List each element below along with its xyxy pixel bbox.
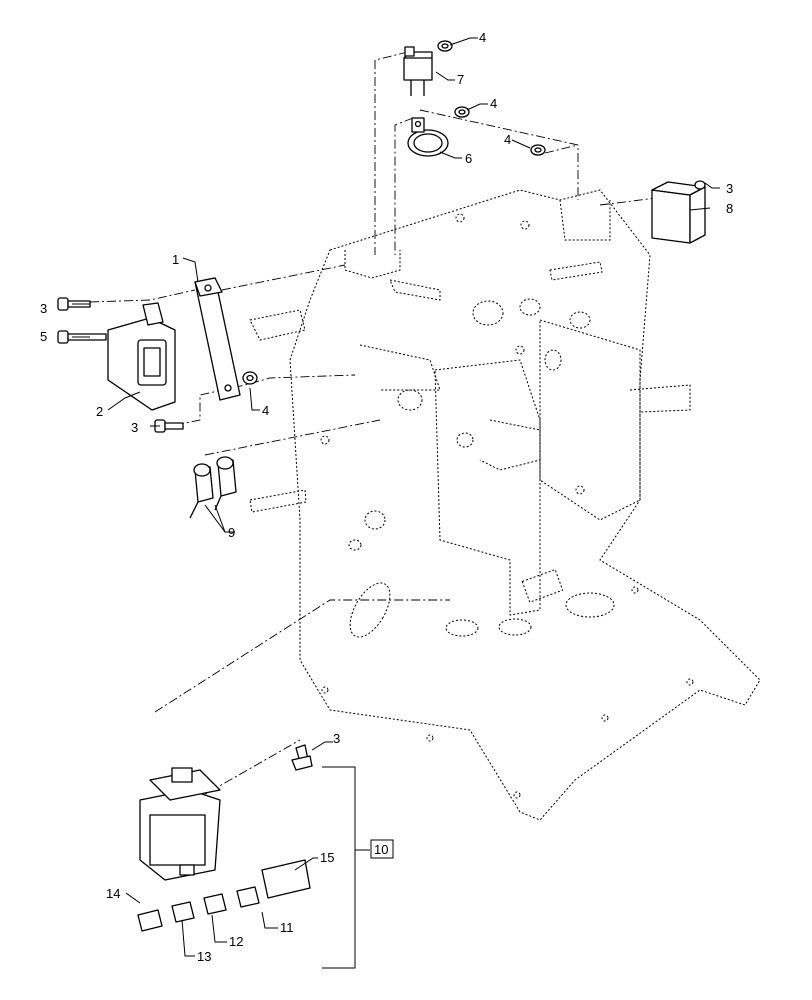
callout-4: 4 [262, 403, 269, 418]
callout-2: 2 [96, 404, 103, 419]
callout-15: 15 [320, 850, 334, 865]
bracket-part [194, 277, 241, 401]
callout-8: 8 [726, 201, 733, 216]
decal-part [261, 859, 311, 899]
connector-parts [189, 456, 237, 519]
callout-13: 13 [197, 949, 211, 964]
callout-5: 5 [40, 329, 47, 344]
callout-4: 4 [504, 132, 511, 147]
nut-parts [242, 40, 546, 385]
callout-10: 10 [374, 842, 388, 857]
frame-assembly [249, 189, 761, 821]
fuse-parts [137, 886, 260, 932]
callout-6: 6 [465, 151, 472, 166]
bolt-parts [57, 297, 313, 771]
callout-1: 1 [172, 252, 179, 267]
callout-3: 3 [726, 181, 733, 196]
fuse-box-part [139, 767, 221, 881]
clamp-part [407, 117, 449, 157]
callout-4: 4 [479, 30, 486, 45]
leader-lines [72, 37, 720, 969]
callout-11: 11 [280, 920, 294, 935]
control-module-part [107, 302, 176, 411]
callout-12: 12 [229, 934, 243, 949]
callout-14: 14 [106, 886, 120, 901]
module-part [651, 180, 706, 244]
callout-10-box [370, 839, 394, 859]
callout-3: 3 [333, 731, 340, 746]
callouts: 1 2 3 3 3 3 4 4 4 4 5 6 7 8 9 10 11 12 1… [40, 30, 733, 964]
callout-7: 7 [457, 72, 464, 87]
relay-part [403, 46, 433, 96]
callout-4: 4 [490, 96, 497, 111]
callout-3: 3 [131, 420, 138, 435]
callout-3: 3 [40, 301, 47, 316]
callout-9: 9 [228, 525, 235, 540]
